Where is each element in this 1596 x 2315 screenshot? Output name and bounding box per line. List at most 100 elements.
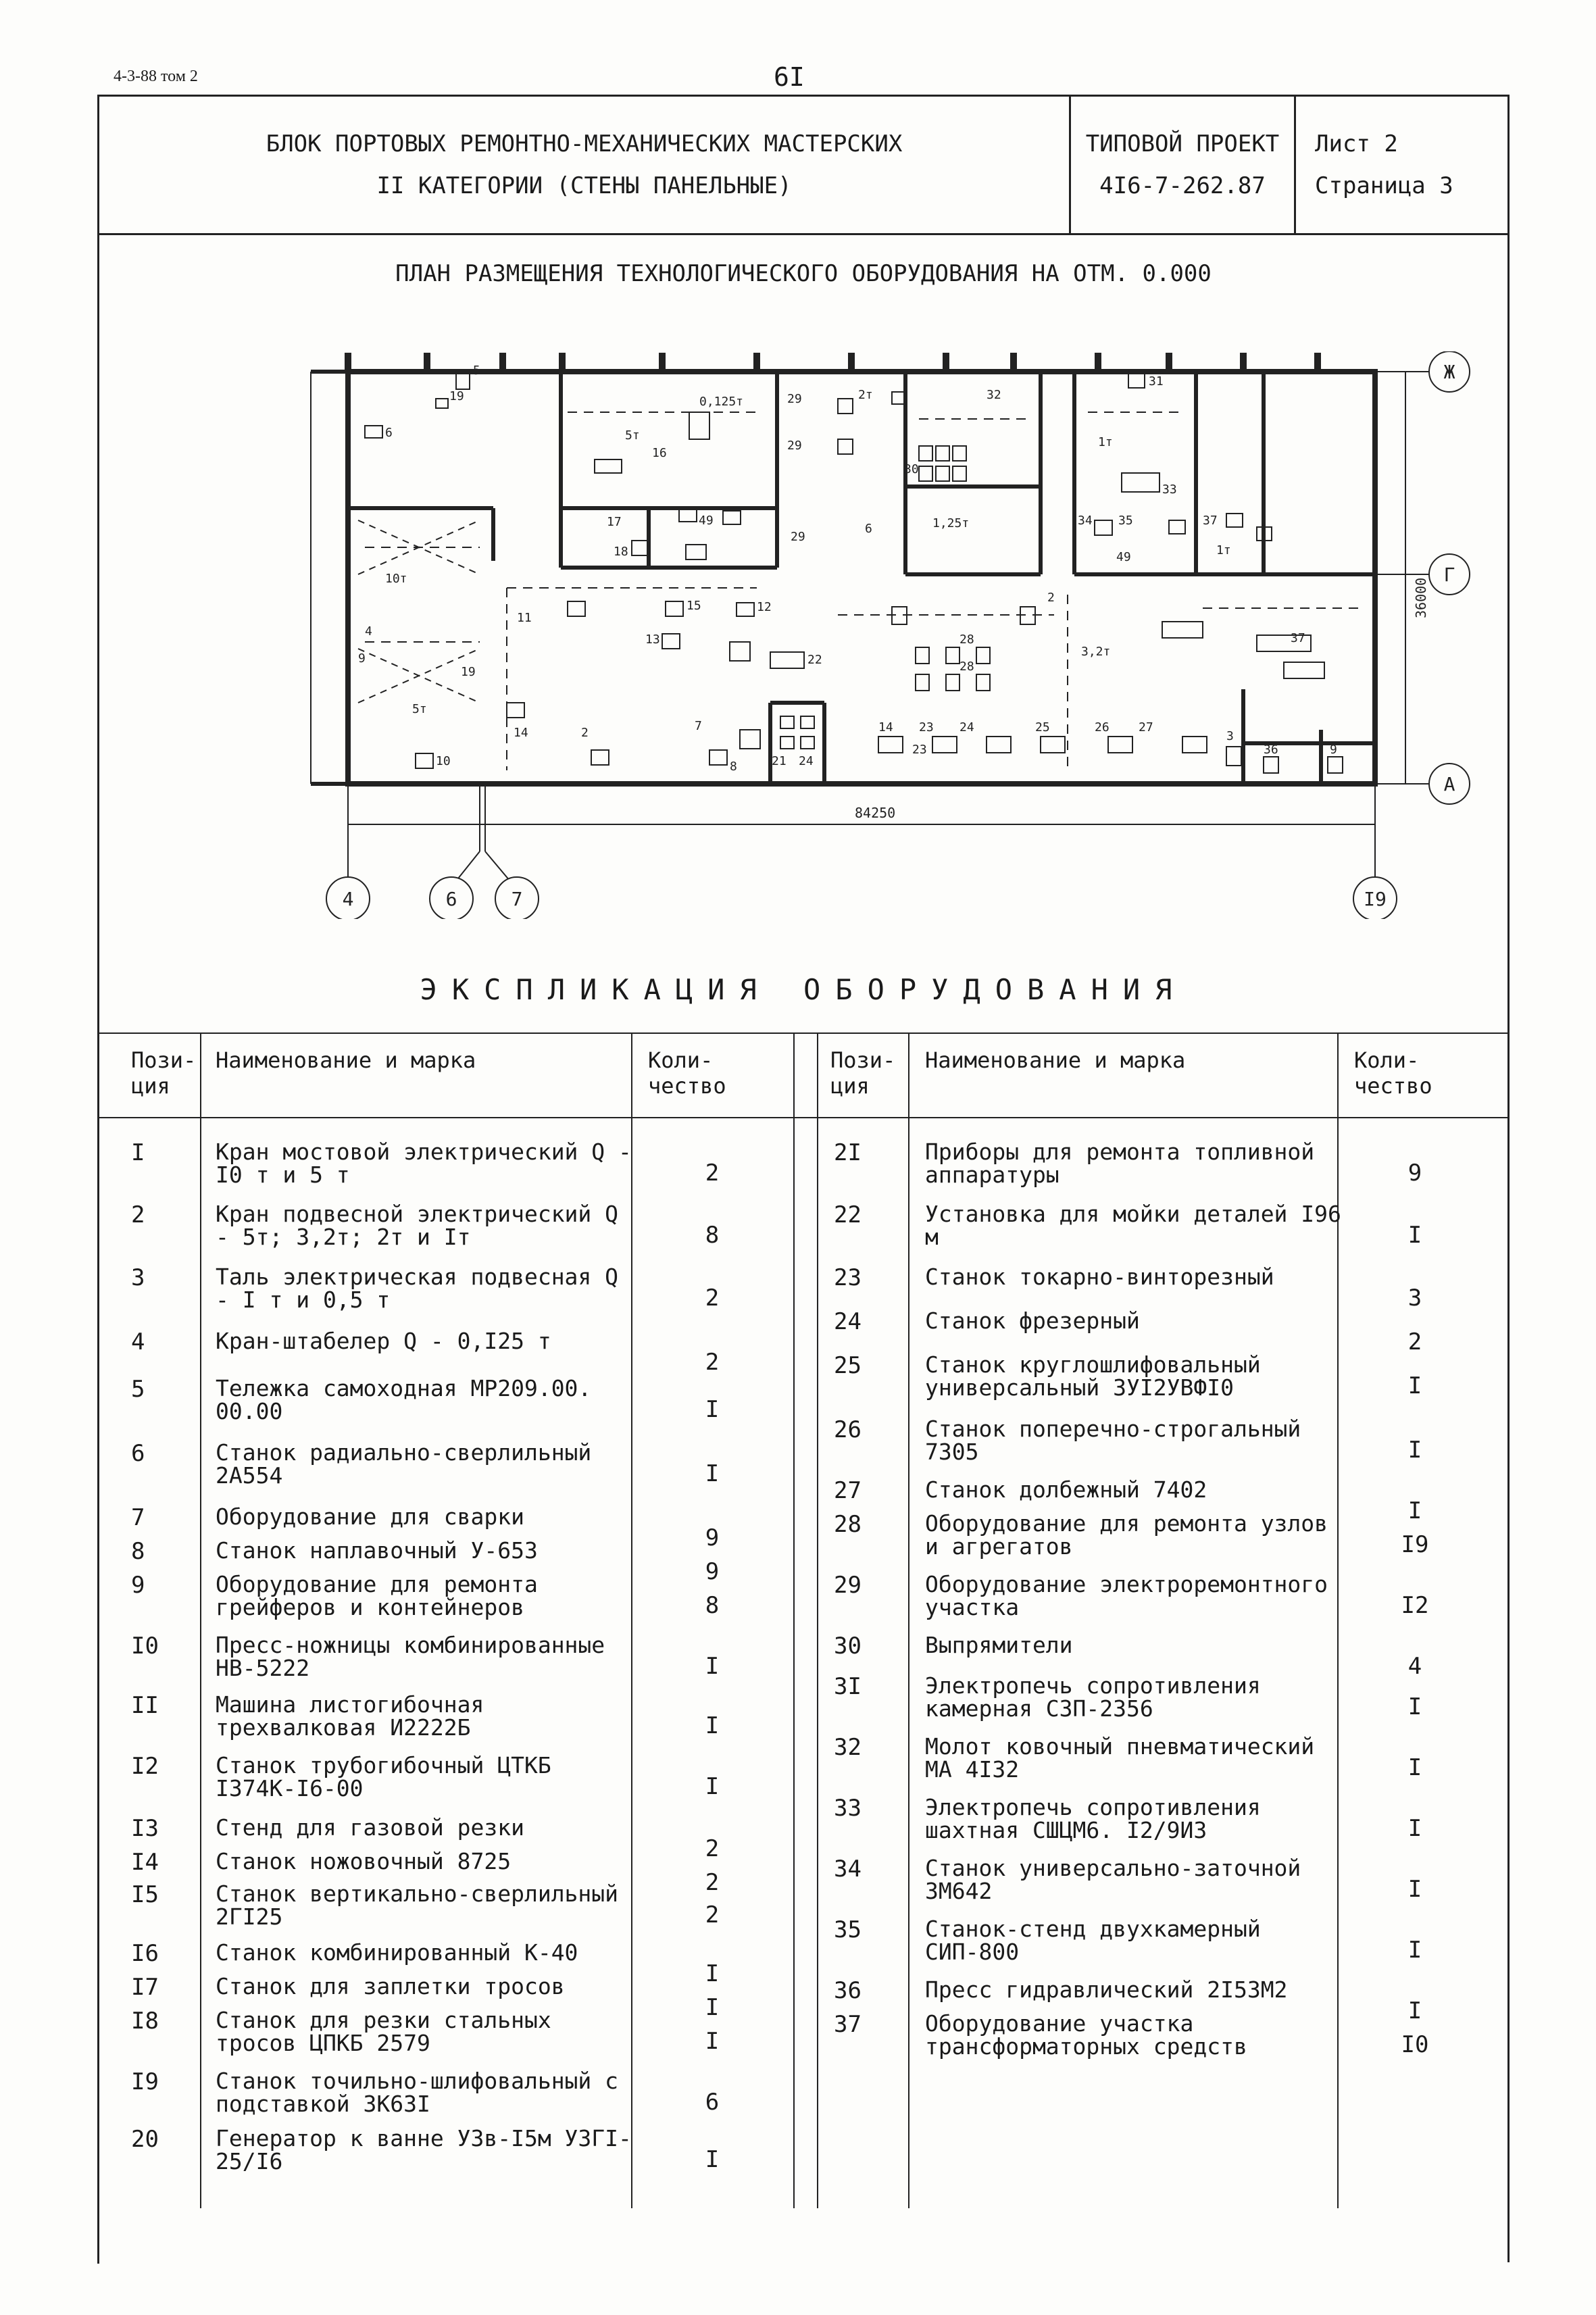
row-name: Молот ковочный пневматический МА 4I32 [925,1733,1315,1783]
row-name: Генератор к ванне УЗв-I5м УЗГI-25/I6 [216,2125,632,2174]
sheet-number: Лист 2 [1315,130,1398,157]
axis-label-g: Г [1444,564,1455,586]
row-position: 2 [131,1201,145,1228]
header-qty-left: Коли- чество [648,1047,726,1099]
plan-label: 3,2т [1081,645,1110,659]
sheet-frame-right [1507,235,1510,2262]
row-position: I5 [131,1881,159,1908]
row-quantity: I [1407,1437,1422,1464]
row-name: Приборы для ремонта топливной аппаратуры [925,1139,1315,1188]
row-name: Кран мостовой электрический Q - I0 т и 5… [216,1139,632,1188]
row-name: Выпрямители [925,1632,1073,1658]
dimension-lines [347,371,1432,886]
plan-label: 7 [695,719,702,733]
plan-label: 1т [1216,543,1231,557]
plan-label: 14 [878,720,893,735]
row-quantity: I [1407,1693,1422,1720]
row-position: 32 [834,1734,862,1761]
row-position: 27 [834,1477,862,1504]
plan-label: 11 [517,611,532,625]
row-name: Пресс-ножницы комбинированные НВ-5222 [216,1632,605,1681]
row-name: Пресс гидравлический 2I53М2 [925,1976,1288,2003]
row-name: Тележка самоходная МР209.00. 00.00 [216,1375,592,1424]
header-name-left: Наименование и марка [216,1047,476,1073]
plan-label: 37 [1291,631,1305,645]
row-name: Станок универсально-заточной 3М642 [925,1855,1301,1904]
row-position: 5 [131,1376,145,1403]
page-label: Страница 3 [1315,172,1453,199]
plan-label: 29 [791,530,805,544]
row-name: Установка для мойки деталей I96 м [925,1201,1341,1250]
row-position: 24 [834,1308,862,1335]
row-name: Станок-стенд двухкамерный СИП-800 [925,1916,1261,1965]
row-position: I2 [131,1753,159,1780]
row-name: Станок поперечно-строгальный 7305 [925,1416,1301,1465]
row-name: Машина листогибочная трехвалковая И2222Б [216,1691,484,1741]
row-quantity: 6 [705,2089,720,2116]
plan-label: 25 [1035,720,1050,735]
row-quantity: 8 [705,1222,720,1249]
plan-label: 10 [436,754,451,768]
row-position: 34 [834,1856,862,1883]
table-col-line [1337,1032,1339,2208]
row-quantity: I [705,1712,720,1739]
header-pos-left: Пози- ция [131,1047,197,1099]
dimension-length: 84250 [855,805,895,821]
row-position: 9 [131,1572,145,1599]
row-quantity: I [705,1994,720,2021]
plan-label: 2 [1047,591,1055,605]
row-position: 33 [834,1795,862,1822]
row-position: I3 [131,1815,159,1842]
row-quantity: I [705,1653,720,1680]
axis-label-a: А [1444,773,1455,795]
row-quantity: 2 [705,1285,720,1312]
plan-label: 49 [699,514,714,528]
row-quantity: I9 [1401,1531,1429,1558]
plan-walls [310,353,1378,787]
plan-label: 4 [365,624,372,639]
axis-label-19: I9 [1364,888,1387,910]
row-name: Станок для резки стальных тросов ЦПКБ 25… [216,2007,551,2056]
row-name: Станок комбинированный К-40 [216,1939,578,1966]
plan-label: 2 [581,726,589,740]
plan-label: 22 [807,653,822,667]
row-name: Стенд для газовой резки [216,1814,524,1841]
plan-label: 18 [614,545,628,559]
row-position: 29 [834,1572,862,1599]
plan-label: 49 [1116,550,1131,564]
row-position: 22 [834,1201,862,1228]
project-number: 4I6-7-262.87 [1099,172,1266,199]
row-position: 2I [834,1139,862,1166]
row-name: Оборудование для ремонта грейферов и кон… [216,1571,538,1620]
plan-label: 9 [358,651,366,666]
plan-label: 35 [1118,514,1133,528]
row-position: I [131,1139,145,1166]
plan-label: 19 [449,389,464,403]
plan-label: 19 [461,665,476,679]
axis-label-7: 7 [512,888,523,910]
table-col-line [631,1032,632,2208]
row-position: 3I [834,1673,862,1700]
row-position: 35 [834,1916,862,1943]
plan-label: 6 [865,522,872,536]
explication-title: ЭКСПЛИКАЦИЯ ОБОРУДОВАНИЯ [420,973,1187,1006]
row-position: I4 [131,1849,159,1876]
plan-label: 5т [412,702,427,716]
table-header-line [97,1117,1510,1118]
plan-label: 30 [904,462,919,476]
plan-label: 28 [959,659,974,674]
row-position: 23 [834,1264,862,1291]
row-quantity: I2 [1401,1592,1429,1619]
plan-label: 9 [1330,743,1337,757]
axis-label-4: 4 [343,888,354,910]
row-name: Станок круглошлифовальный универсальный … [925,1351,1261,1401]
row-quantity: I [1407,1497,1422,1524]
title-line-2: II КАТЕГОРИИ (СТЕНЫ ПАНЕЛЬНЫЕ) [376,172,792,199]
table-col-line [793,1032,795,2208]
axis-bubbles [326,351,1470,919]
plan-label: 36 [1264,743,1278,757]
row-position: II [131,1692,159,1719]
plan-label: 32 [987,388,1001,402]
row-name: Станок радиально-сверлильный 2А554 [216,1439,592,1489]
row-quantity: 3 [1407,1285,1422,1312]
